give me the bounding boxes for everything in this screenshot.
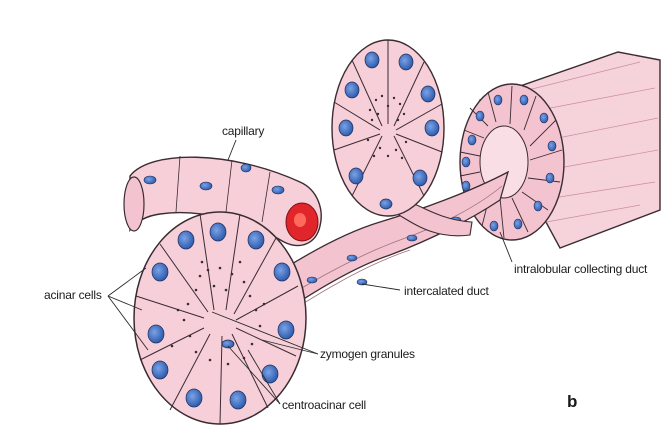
centroacinar-cell-label: centroacinar cell: [282, 398, 366, 412]
zymogen-granules-label: zymogen granules: [320, 347, 415, 361]
panel-letter: b: [567, 392, 577, 412]
intralobular-collecting-duct-label: intralobular collecting duct: [514, 262, 647, 276]
intercalated-duct-label: intercalated duct: [404, 284, 489, 298]
lower-acinus: [134, 212, 306, 424]
acinar-cells-label: acinar cells: [44, 288, 102, 302]
capillary-label: capillary: [222, 124, 264, 138]
intralobular-collecting-duct: [460, 52, 660, 248]
